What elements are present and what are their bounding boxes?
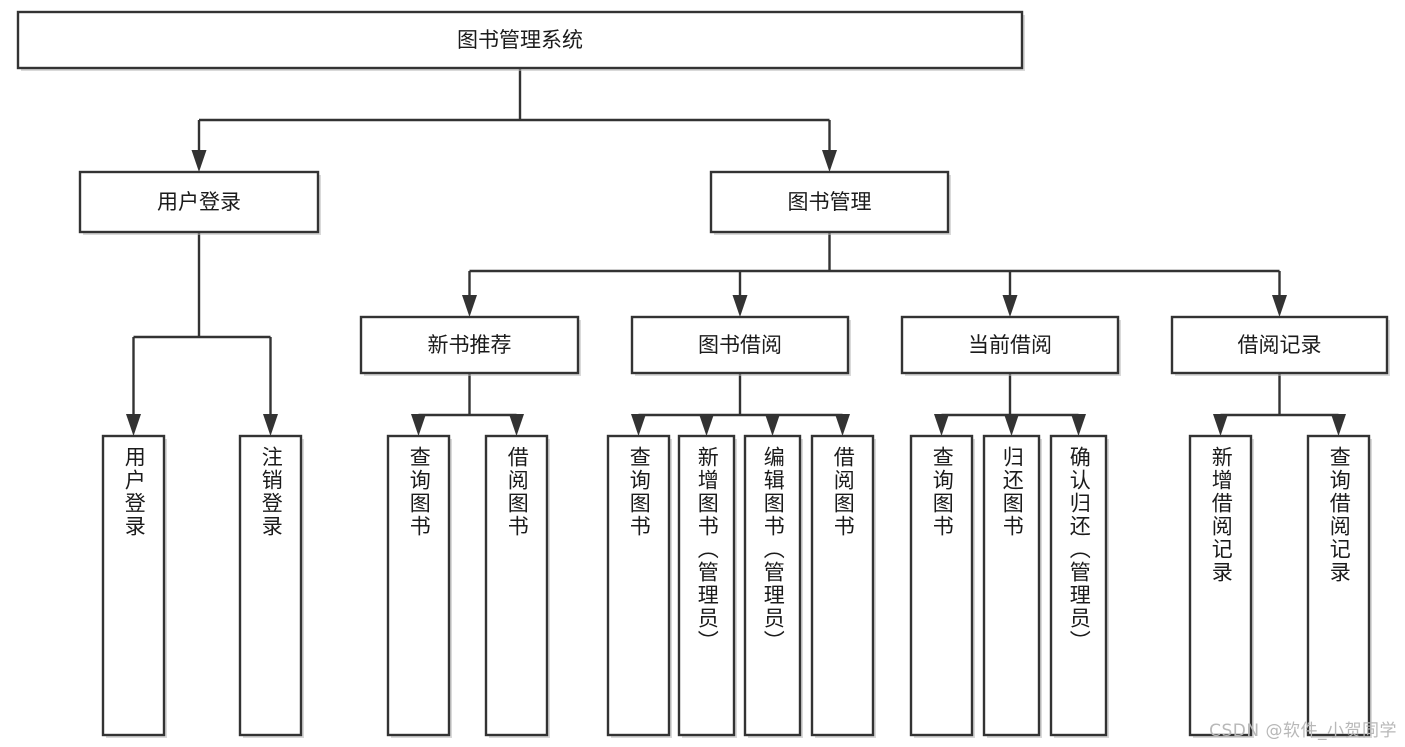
node-level2-2[interactable] xyxy=(900,315,1120,375)
arrow-head-down xyxy=(631,414,646,436)
arrow-head-down xyxy=(699,414,714,436)
arrow-head-down xyxy=(411,414,426,436)
node-root[interactable] xyxy=(16,10,1024,70)
node-level1-label-0: 用户登录 xyxy=(157,190,241,214)
arrow-head-down xyxy=(732,295,748,317)
arrow-head-down xyxy=(1331,414,1346,436)
node-level1-1[interactable] xyxy=(709,170,950,234)
node-level2-0[interactable] xyxy=(359,315,580,375)
node-level2-label-1: 图书借阅 xyxy=(698,333,782,357)
arrow-head-down xyxy=(263,414,278,436)
node-leaf-7[interactable] xyxy=(810,434,875,737)
node-leaf-11[interactable] xyxy=(1188,434,1253,737)
node-leaf-10[interactable] xyxy=(1049,434,1108,737)
node-level2-3[interactable] xyxy=(1170,315,1389,375)
node-leaf-4[interactable] xyxy=(606,434,671,737)
arrow-head-down xyxy=(1213,414,1228,436)
node-level1-0[interactable] xyxy=(78,170,320,234)
node-leaf-8[interactable] xyxy=(909,434,974,737)
node-level2-label-3: 借阅记录 xyxy=(1238,333,1322,357)
node-leaf-1[interactable] xyxy=(238,434,303,737)
node-leaf-12[interactable] xyxy=(1306,434,1371,737)
arrow-head-down xyxy=(765,414,780,436)
node-level2-label-0: 新书推荐 xyxy=(428,333,512,357)
node-leaf-6[interactable] xyxy=(743,434,802,737)
arrow-head-down xyxy=(835,414,850,436)
node-root-label: 图书管理系统 xyxy=(457,28,583,52)
node-leaf-5[interactable] xyxy=(677,434,736,737)
arrow-head-down xyxy=(191,150,207,172)
arrow-head-down xyxy=(1002,295,1018,317)
node-leaf-3[interactable] xyxy=(484,434,549,737)
arrow-head-down xyxy=(126,414,141,436)
arrow-head-down xyxy=(822,150,837,172)
arrow-head-down xyxy=(462,295,477,317)
node-level2-label-2: 当前借阅 xyxy=(968,333,1052,357)
arrow-head-down xyxy=(1272,295,1287,317)
node-box-layer xyxy=(16,10,1390,738)
arrow-head-down xyxy=(1004,414,1019,436)
node-level2-1[interactable] xyxy=(630,315,850,375)
arrow-head-down xyxy=(509,414,524,436)
watermark-text: CSDN @软件_小贺同学 xyxy=(1209,721,1397,741)
arrow-head-down xyxy=(1071,414,1086,436)
node-level1-label-1: 图书管理 xyxy=(788,190,872,214)
node-leaf-0[interactable] xyxy=(101,434,166,737)
node-leaf-9[interactable] xyxy=(982,434,1041,737)
node-leaf-2[interactable] xyxy=(386,434,451,737)
arrow-head-down xyxy=(934,414,949,436)
connector-layer xyxy=(126,68,1346,436)
